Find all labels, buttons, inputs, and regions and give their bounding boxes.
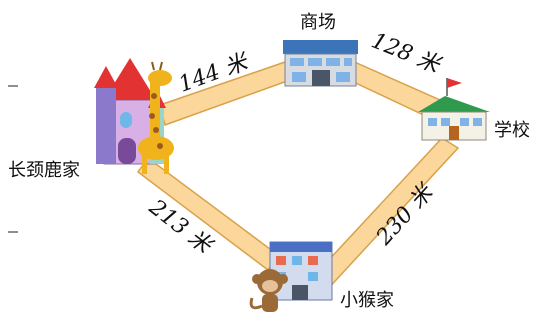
label-mall: 商场 [300,12,336,33]
label-monkey-home: 小猴家 [340,290,394,311]
apartment-building-icon [269,241,333,301]
mall-building-icon [283,40,358,87]
school-building-icon [418,96,490,141]
label-school: 学校 [494,120,530,141]
monkey-icon [249,269,288,312]
road-school-monkey [310,137,460,294]
flag-icon [446,78,462,96]
distance-mall-school: 128 米 [368,28,445,79]
label-giraffe-home: 长颈鹿家 [8,160,80,181]
giraffe-icon [138,61,174,174]
